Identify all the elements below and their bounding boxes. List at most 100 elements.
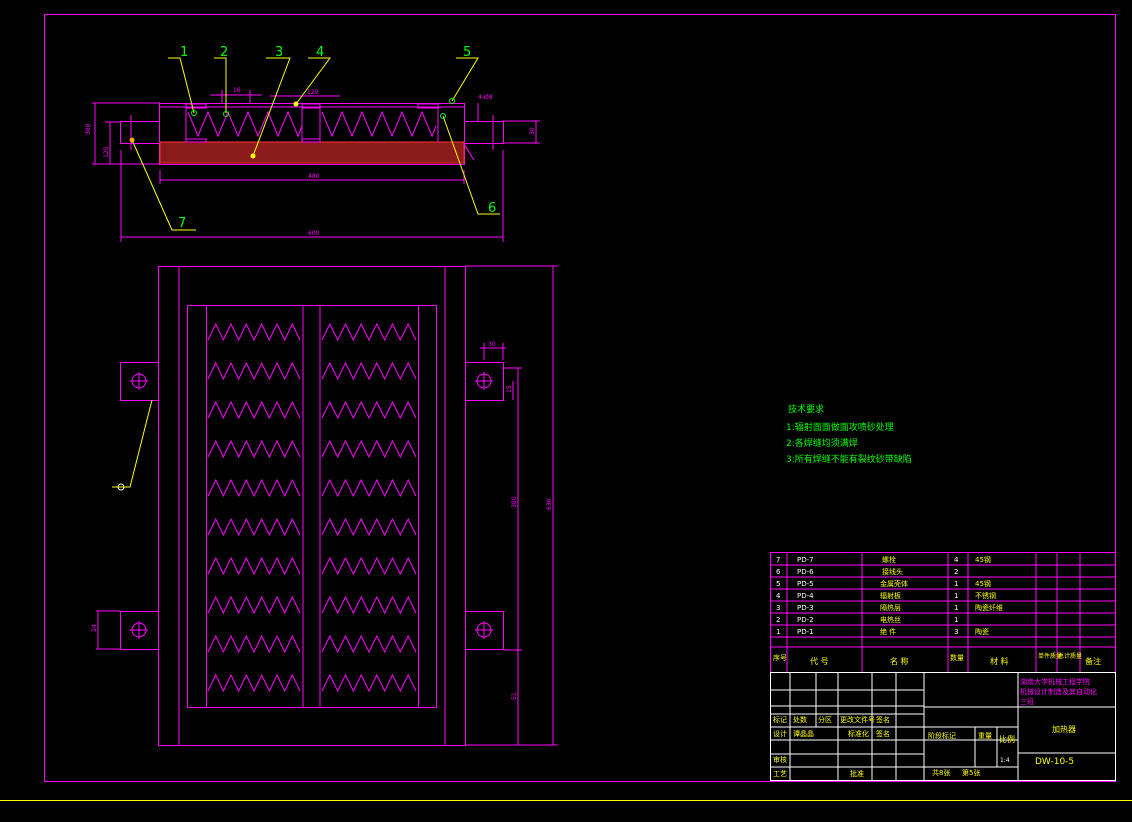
balloon-5: 5 xyxy=(463,45,471,60)
bom-material: 陶瓷 xyxy=(975,627,989,636)
dim-125: 125 xyxy=(103,146,110,158)
zigzag-row xyxy=(207,439,301,459)
bom-header-code: 代 号 xyxy=(810,656,829,666)
bom-no: 3 xyxy=(776,604,780,612)
bom-qty: 1 xyxy=(954,616,958,624)
bom-qty: 4 xyxy=(954,556,959,564)
bom-header-unit-wt: 单件质量 xyxy=(1038,652,1062,660)
bom-material: 不锈钢 xyxy=(975,591,996,600)
tb-process: 工艺 xyxy=(773,770,787,778)
front-dim-380: 380 xyxy=(511,496,518,508)
balloon-2: 2 xyxy=(220,45,228,60)
zigzag-row xyxy=(321,595,417,615)
tb-sheet: 第5张 xyxy=(962,768,980,777)
bom-header-total-wt: 总计质量 xyxy=(1058,652,1082,660)
zigzag-row xyxy=(321,322,417,342)
zigzag-row xyxy=(321,478,417,498)
front-dim-51: 51 xyxy=(511,692,518,700)
tb-designer-name: 谭晶晶 xyxy=(793,729,814,738)
zigzag-row xyxy=(321,361,417,381)
bom-code: PD-7 xyxy=(797,556,814,564)
bom-header: 序号 代 号 名 称 数量 材 料 单件质量 总计质量 备注 xyxy=(773,652,1101,666)
section-view xyxy=(92,90,540,242)
balloon-leaders xyxy=(129,57,500,231)
tb-stage: 阶段标记 xyxy=(928,731,956,740)
front-zigzags xyxy=(207,322,417,693)
bom-qty: 1 xyxy=(954,580,958,588)
tb-drawing-no: DW-10-5 xyxy=(1035,757,1074,767)
bom-code: PD-2 xyxy=(797,616,814,624)
parts-list xyxy=(770,552,1116,673)
dim-30: 30 xyxy=(529,127,536,135)
bom-header-no: 序号 xyxy=(773,653,787,662)
zigzag-row xyxy=(321,673,417,693)
bom-name: 金属壳体 xyxy=(880,579,908,588)
front-view xyxy=(96,265,558,746)
dim-120: 120 xyxy=(307,89,319,96)
front-dim-15: 15 xyxy=(506,385,513,393)
tb-sign2: 签名 xyxy=(876,729,890,738)
bom-name: 接线头 xyxy=(882,567,903,576)
bom-header-material: 材 料 xyxy=(990,656,1009,666)
balloon-1: 1 xyxy=(180,45,188,60)
bom-name: 绝 件 xyxy=(880,627,896,636)
tb-designer: 设计 xyxy=(773,729,787,738)
bom-name: 电热丝 xyxy=(880,615,901,624)
bom-header-name: 名 称 xyxy=(890,656,909,666)
bom-header-remark: 备注 xyxy=(1085,656,1101,666)
zigzag-row xyxy=(321,517,417,537)
tb-class: 三班 xyxy=(1020,697,1034,706)
insulation-layer xyxy=(159,141,465,164)
bom-rows: 7 PD-7 螺栓 4 45钢 6 PD-6 接线头 2 5 PD-5 金属壳体… xyxy=(776,555,1003,636)
bom-no: 7 xyxy=(776,556,780,564)
bom-name: 螺栓 xyxy=(882,555,896,564)
bom-header-qty: 数量 xyxy=(950,653,964,662)
zigzag-row xyxy=(207,361,301,381)
tb-weight: 重量 xyxy=(978,732,992,740)
tb-change-doc: 更改文件号 xyxy=(840,715,875,724)
bom-qty: 3 xyxy=(954,628,958,636)
dim-600: 600 xyxy=(308,230,320,237)
zigzag-row xyxy=(207,595,301,615)
zigzag-row xyxy=(207,478,301,498)
bom-no: 4 xyxy=(776,592,781,600)
zigzag-row xyxy=(321,556,417,576)
tb-approve: 批准 xyxy=(850,769,864,778)
drawing-border xyxy=(44,14,1116,782)
zigzag-row xyxy=(207,634,301,654)
tech-note-1: 1:辐射面面做面攻喷砂处理 xyxy=(786,421,894,433)
dim-4x0: 4-Ø8 xyxy=(478,94,493,101)
title-block-text: 湖南大学机械工程学院 机械设计制造及其自动化 三班 加热器 DW-10-5 标记… xyxy=(773,677,1097,778)
balloon-6: 6 xyxy=(488,201,496,216)
bom-no: 2 xyxy=(776,616,780,624)
bom-qty: 1 xyxy=(954,604,958,612)
heating-wire xyxy=(187,110,303,138)
zigzag-row xyxy=(321,634,417,654)
zigzag-row xyxy=(207,322,301,342)
tb-count: 处数 xyxy=(793,715,807,724)
tb-mark: 标记 xyxy=(773,715,787,724)
tb-zone: 分区 xyxy=(818,715,832,724)
bom-code: PD-6 xyxy=(797,568,814,576)
front-dim-24: 24 xyxy=(91,624,98,632)
front-dim-30: 30 xyxy=(488,341,496,348)
dim-380: 380 xyxy=(85,123,92,135)
dim-16: 16 xyxy=(233,87,241,94)
tb-school: 湖南大学机械工程学院 xyxy=(1020,677,1090,686)
bom-code: PD-4 xyxy=(797,592,814,600)
front-dim-630: 630 xyxy=(546,498,553,510)
dim-480: 480 xyxy=(308,173,320,180)
zigzag-row xyxy=(207,517,301,537)
bom-code: PD-1 xyxy=(797,628,814,636)
zigzag-row xyxy=(321,439,417,459)
bom-material: 45钢 xyxy=(975,555,991,564)
title-block xyxy=(770,672,1116,781)
bom-qty: 2 xyxy=(954,568,958,576)
tb-project: 机械设计制造及其自动化 xyxy=(1020,687,1097,696)
tech-notes-title: 技术要求 xyxy=(788,403,824,415)
tech-note-3: 3:所有焊缝不能有裂纹砂带缺陷 xyxy=(786,453,912,465)
bom-material: 陶瓷纤维 xyxy=(975,603,1003,612)
tb-scale-val: 1:4 xyxy=(1000,757,1010,764)
bom-no: 6 xyxy=(776,568,781,576)
